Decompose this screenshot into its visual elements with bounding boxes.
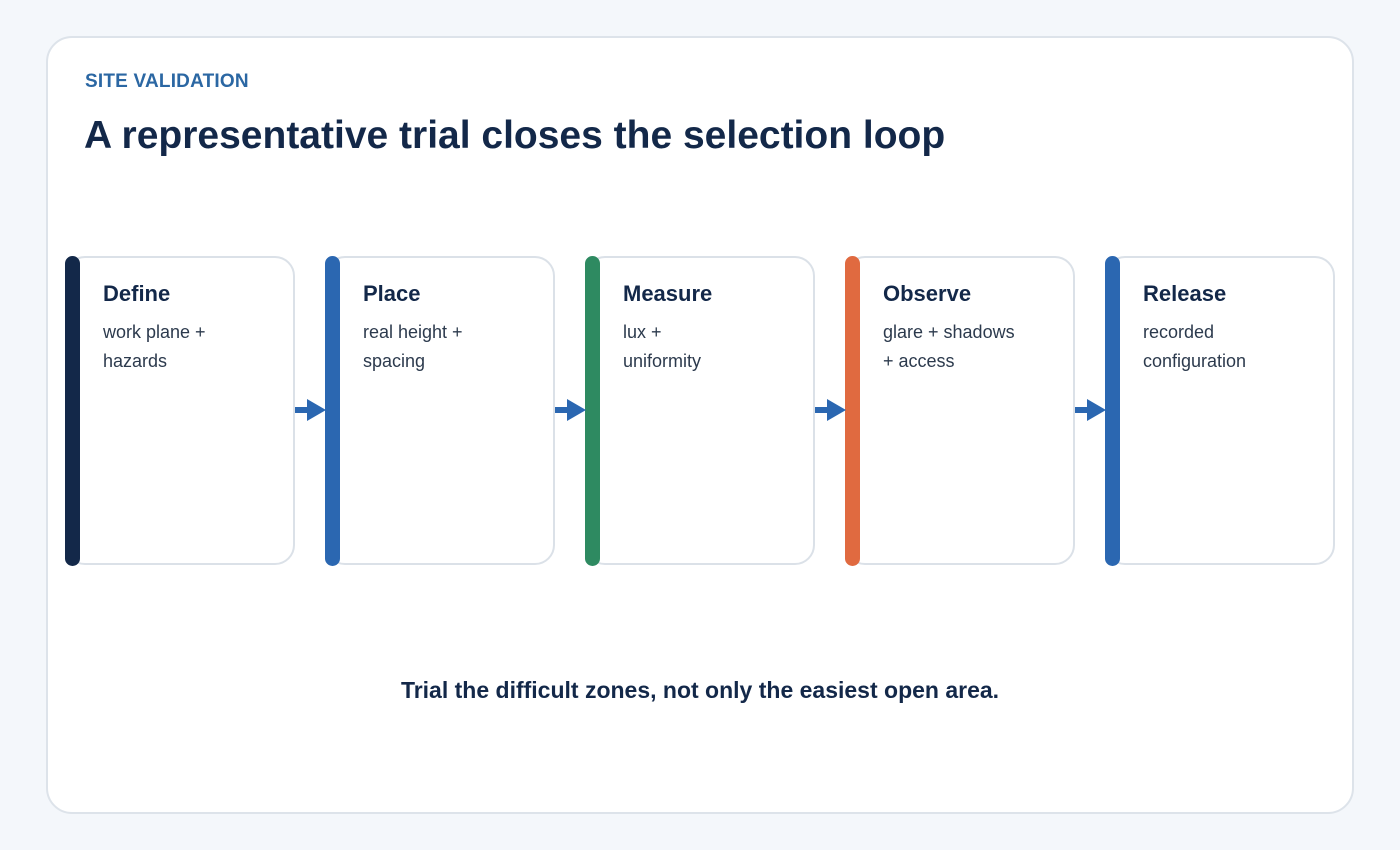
flow-arrow-icon	[815, 399, 846, 421]
step-title-release: Release	[1143, 281, 1227, 306]
step-accent-bar-define	[65, 256, 80, 566]
step-title-place: Place	[363, 281, 421, 306]
step-card-observe	[845, 256, 1075, 565]
step-description-observe: glare + shadows+ access	[883, 322, 1015, 371]
section-eyebrow: SITE VALIDATION	[85, 71, 249, 92]
step-card-place	[325, 256, 555, 565]
step-description-define: work plane +hazards	[103, 322, 206, 371]
step-accent-bar-observe	[845, 256, 860, 566]
flow-arrow-icon	[555, 399, 586, 421]
step-card-define	[65, 256, 295, 565]
flow-arrow-icon	[1075, 399, 1106, 421]
step-card-release	[1105, 256, 1335, 565]
step-accent-bar-release	[1105, 256, 1120, 566]
step-card-measure	[585, 256, 815, 565]
footer-note: Trial the difficult zones, not only the …	[400, 677, 1000, 703]
step-accent-bar-place	[325, 256, 340, 566]
step-title-observe: Observe	[883, 281, 972, 306]
step-description-measure: lux +uniformity	[623, 322, 702, 371]
step-title-define: Define	[103, 281, 171, 306]
flow-arrow-icon	[295, 399, 326, 421]
step-title-measure: Measure	[623, 281, 713, 306]
step-description-place: real height +spacing	[363, 322, 463, 371]
page-title: A representative trial closes the select…	[84, 114, 946, 157]
step-accent-bar-measure	[585, 256, 600, 566]
